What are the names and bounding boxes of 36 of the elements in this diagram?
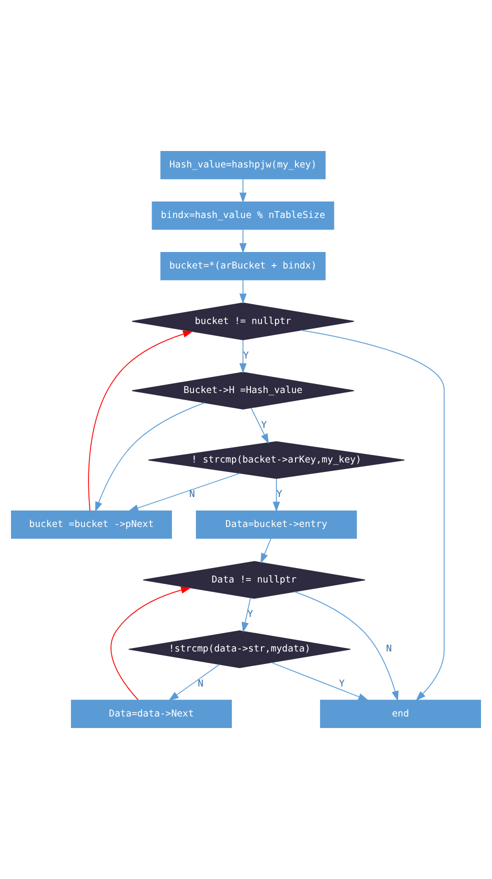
arrow bbox=[239, 229, 247, 254]
node-box: end bbox=[320, 700, 481, 728]
arrow bbox=[239, 280, 247, 304]
node-box: Data=data->Next bbox=[70, 700, 232, 728]
node-box: bindx=hash_value % nTableSize bbox=[152, 202, 334, 230]
edge-label: Y bbox=[247, 608, 254, 620]
arrow bbox=[242, 597, 251, 633]
edge-label: N bbox=[189, 489, 195, 500]
arrow bbox=[95, 402, 206, 512]
arrow bbox=[88, 330, 194, 512]
arrow bbox=[294, 591, 399, 702]
edge-label: Y bbox=[261, 420, 267, 431]
node-diamond: ! strcmp(backet->arKey,my_key) bbox=[148, 441, 405, 479]
arrow bbox=[272, 478, 280, 512]
arrow bbox=[250, 408, 269, 444]
arrow bbox=[128, 472, 240, 512]
node-diamond: Bucket->H =Hash_value bbox=[132, 372, 354, 410]
arrow bbox=[110, 586, 192, 700]
arrow bbox=[239, 178, 247, 203]
node-box: Data=bucket->entry bbox=[196, 510, 357, 539]
edge-label: N bbox=[386, 644, 392, 655]
arrow bbox=[300, 330, 445, 701]
edge-label: Y bbox=[276, 489, 282, 500]
node-diamond: !strcmp(data->str,mydata) bbox=[128, 630, 351, 668]
node-box: bucket =bucket ->pNext bbox=[11, 510, 172, 539]
node-box: bucket=*(arBucket + bindx) bbox=[160, 252, 326, 280]
edge-label: Y bbox=[339, 678, 345, 690]
arrow bbox=[260, 538, 272, 564]
node-diamond: Data != nullptr bbox=[142, 561, 366, 599]
edge-label: Y bbox=[243, 350, 249, 362]
arrow bbox=[168, 664, 220, 701]
node-box: Hash_value=hashpjw(my_key) bbox=[160, 151, 326, 180]
arrow bbox=[239, 340, 247, 374]
node-diamond: bucket != nullptr bbox=[132, 302, 354, 340]
edge-label: N bbox=[198, 678, 204, 690]
arrow bbox=[270, 662, 369, 701]
